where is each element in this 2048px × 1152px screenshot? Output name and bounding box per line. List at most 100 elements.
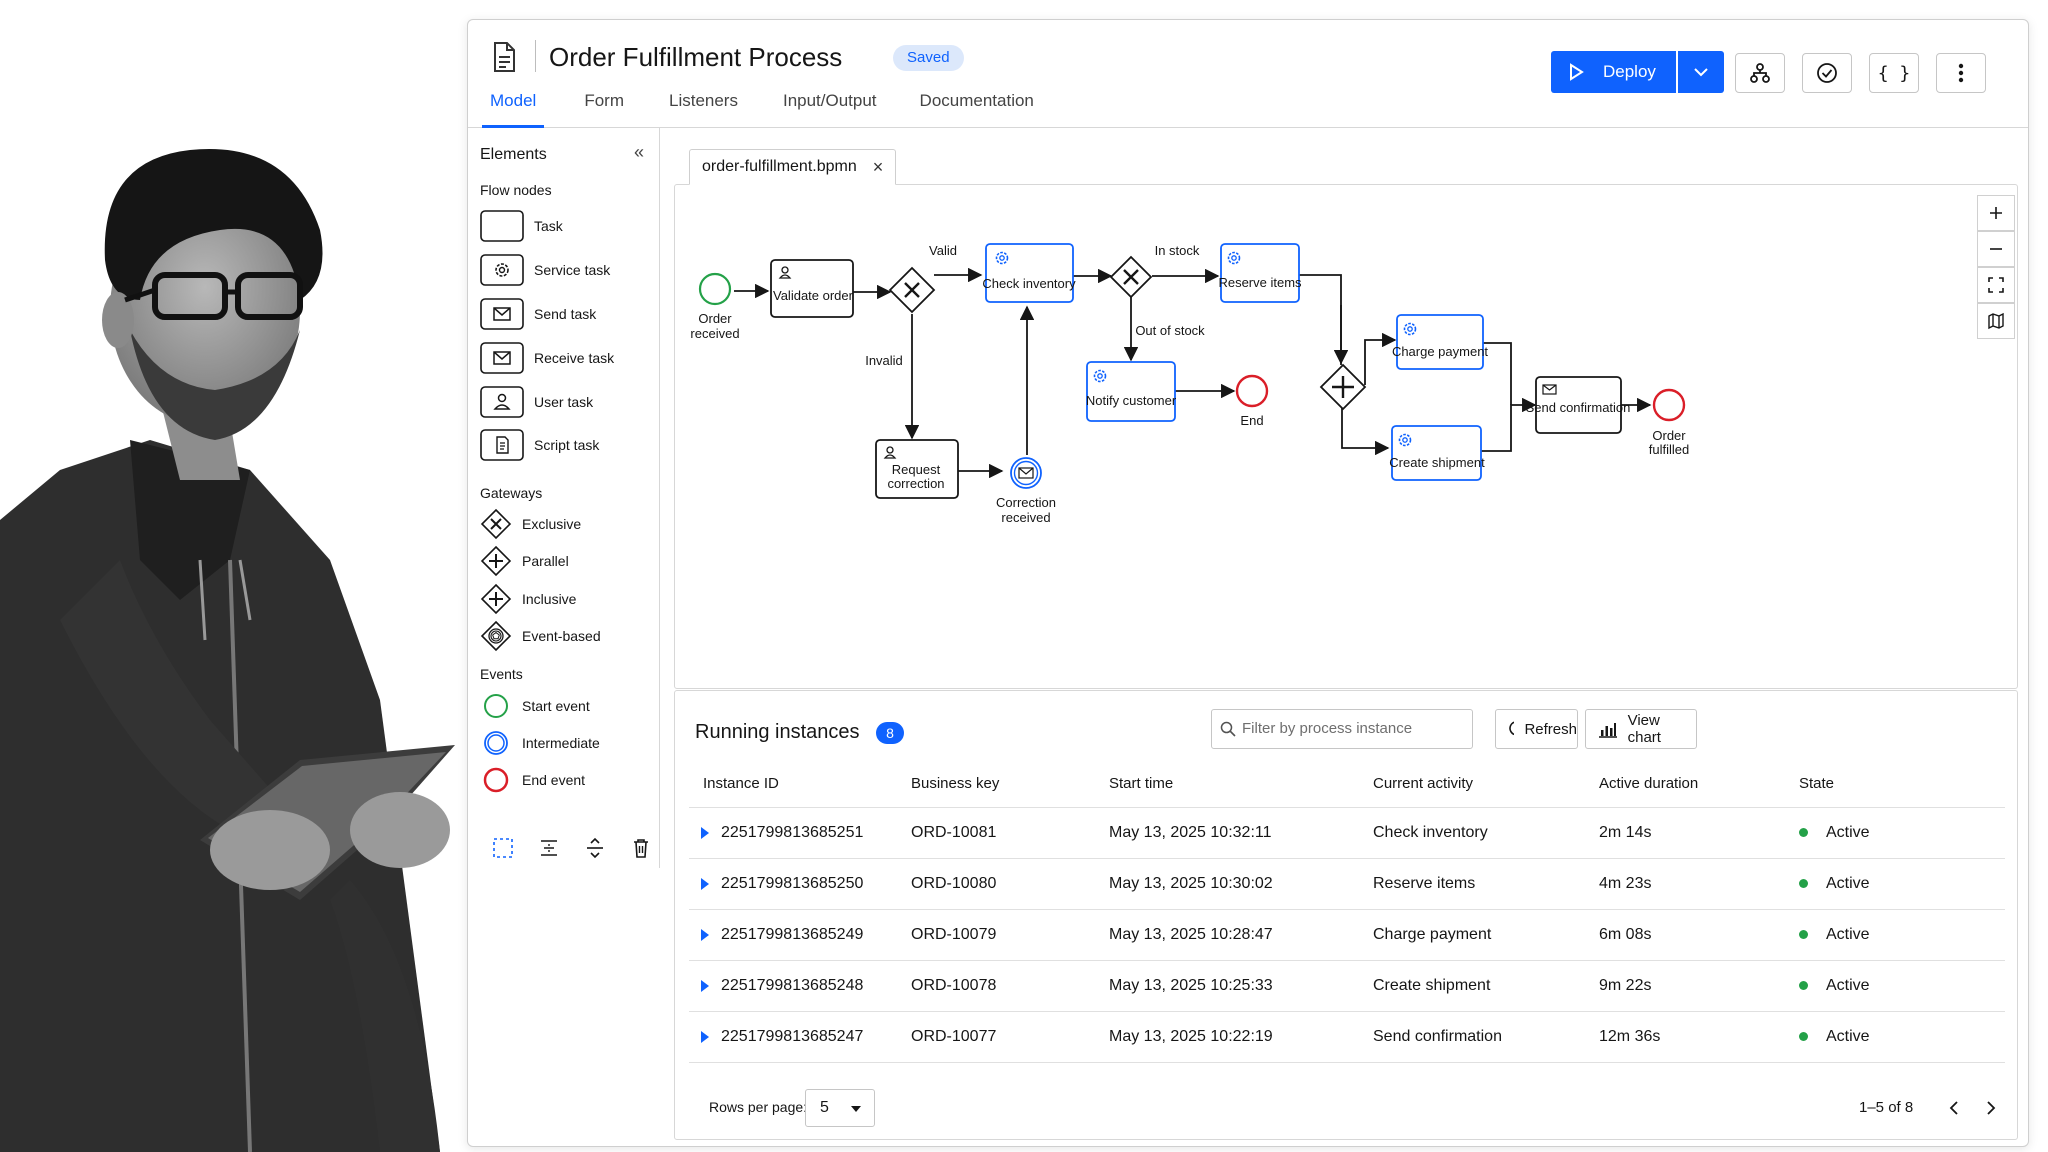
column-header[interactable]: Business key [911, 774, 1000, 792]
expand-row-icon[interactable] [689, 928, 721, 942]
refresh-button[interactable]: Refresh [1495, 709, 1578, 749]
business-key-cell: ORD-10080 [911, 875, 997, 892]
rows-per-page-select[interactable]: 5 [805, 1089, 875, 1127]
column-header[interactable]: Instance ID [703, 774, 779, 792]
zoom-in-button[interactable] [1977, 195, 2015, 231]
instance-id[interactable]: 2251799813685248 [721, 977, 864, 994]
state-cell: Active [1799, 1028, 2005, 1046]
zoom-out-button[interactable] [1977, 231, 2015, 267]
palette-item-user-task[interactable]: User task [480, 386, 593, 418]
expand-row-icon[interactable] [689, 877, 721, 891]
instance-id-cell: 2251799813685251 [689, 824, 911, 842]
tab-model[interactable]: Model [481, 82, 545, 128]
start-event[interactable] [698, 272, 732, 306]
palette-item-event-based[interactable]: Event-based [480, 620, 601, 652]
exclusive-gateway-validation[interactable] [888, 266, 936, 314]
view-chart-button[interactable]: View chart [1585, 709, 1697, 749]
state-cell: Active [1799, 926, 2005, 944]
next-page-button[interactable] [1976, 1093, 2006, 1123]
end-event-out-of-stock[interactable] [1235, 374, 1269, 408]
palette-item-script-task[interactable]: Script task [480, 429, 599, 461]
palette-item-service-task[interactable]: Service task [480, 254, 610, 286]
fit-screen-button[interactable] [1977, 267, 2015, 303]
palette-item-exclusive[interactable]: Exclusive [480, 508, 581, 540]
palette-item-label: Event-based [522, 628, 601, 644]
file-tab[interactable]: order-fulfillment.bpmn × [689, 149, 897, 185]
distribute-vertical-button[interactable] [572, 834, 618, 862]
tab-form[interactable]: Form [584, 91, 624, 110]
task-request-correction[interactable]: Request correction [875, 439, 959, 499]
hierarchy-button[interactable] [1735, 53, 1785, 93]
palette-item-inclusive[interactable]: Inclusive [480, 583, 576, 615]
parallel-gateway-split[interactable] [1319, 363, 1367, 411]
lasso-tool-button[interactable] [480, 834, 526, 862]
filter-input[interactable]: Filter by process instance [1211, 709, 1473, 749]
intermediate-event-correction-received[interactable] [1010, 457, 1042, 489]
active-duration-cell: 6m 08s [1599, 926, 1652, 943]
palette-item-label: Task [534, 218, 563, 234]
palette-item-send-task[interactable]: Send task [480, 298, 596, 330]
close-icon[interactable]: × [872, 156, 884, 177]
pagination-range: 1–5 of 8 [1859, 1099, 1914, 1116]
inclusive-gateway-icon [480, 583, 512, 615]
task-reserve-items[interactable]: Reserve items [1218, 243, 1302, 303]
tab-documentation[interactable]: Documentation [919, 91, 1034, 110]
task-send-confirmation[interactable]: Send confirmation [1526, 376, 1631, 434]
palette-item-receive-task[interactable]: Receive task [480, 342, 614, 374]
deploy-button-label: Deploy [1603, 62, 1656, 81]
state-label: Active [1826, 875, 1870, 892]
kebab-menu-icon [1958, 63, 1964, 83]
task-check-inventory[interactable]: Check inventory [982, 243, 1076, 303]
bpmn-canvas[interactable]: Order received Validate order Valid In [674, 184, 2018, 689]
task-create-shipment[interactable]: Create shipment [1389, 425, 1485, 481]
task-notify-customer[interactable]: Notify customer [1086, 361, 1177, 422]
instances-count-badge: 8 [876, 722, 904, 744]
column-header[interactable]: State [1799, 774, 1835, 792]
task-label: Check inventory [982, 276, 1076, 291]
task-charge-payment[interactable]: Charge payment [1392, 314, 1488, 370]
distribute-horizontal-button[interactable] [526, 834, 572, 862]
more-options-button[interactable] [1936, 53, 1986, 93]
expand-row-icon[interactable] [689, 1030, 721, 1044]
palette-item-task[interactable]: Task [480, 210, 563, 242]
diagram-editor: order-fulfillment.bpmn × [674, 144, 2018, 689]
palette-item-label: Receive task [534, 350, 615, 366]
tab-input-output[interactable]: Input/Output [782, 91, 877, 110]
instance-id[interactable]: 2251799813685250 [721, 875, 864, 892]
envelope-filled-icon [480, 298, 524, 330]
active-duration-cell: 2m 14s [1599, 824, 1652, 841]
tab-listeners[interactable]: Listeners [668, 91, 738, 110]
expand-row-icon[interactable] [689, 979, 721, 993]
palette-item-parallel[interactable]: Parallel [480, 545, 569, 577]
xml-view-button[interactable]: { } [1869, 53, 1919, 93]
task-label: Reserve items [1218, 275, 1302, 290]
instance-id[interactable]: 2251799813685249 [721, 926, 864, 943]
collapse-palette-icon[interactable]: « [634, 142, 645, 162]
end-event-order-fulfilled[interactable] [1652, 388, 1686, 422]
palette-item-end-event[interactable]: End event [480, 764, 585, 796]
expand-row-icon[interactable] [689, 826, 721, 840]
minimap-button[interactable] [1977, 303, 2015, 339]
search-icon [1220, 721, 1236, 737]
user-icon [778, 266, 792, 279]
palette-item-intermediate[interactable]: Intermediate [480, 727, 600, 759]
column-header[interactable]: Current activity [1373, 774, 1474, 792]
deploy-options-button[interactable] [1678, 51, 1724, 93]
file-tab-label: order-fulfillment.bpmn [702, 158, 857, 175]
validate-button[interactable] [1802, 53, 1852, 93]
instance-id[interactable]: 2251799813685251 [721, 824, 864, 841]
column-header[interactable]: Active duration [1599, 774, 1699, 792]
task-validate-order[interactable]: Validate order [770, 259, 854, 318]
exclusive-gateway-stock[interactable] [1109, 255, 1153, 299]
previous-page-button[interactable] [1939, 1093, 1969, 1123]
palette-item-start-event[interactable]: Start event [480, 690, 590, 722]
deploy-button[interactable]: Deploy [1551, 51, 1676, 93]
column-header[interactable]: Start time [1109, 774, 1174, 792]
instance-id[interactable]: 2251799813685247 [721, 1028, 864, 1045]
delete-button[interactable] [618, 834, 664, 862]
